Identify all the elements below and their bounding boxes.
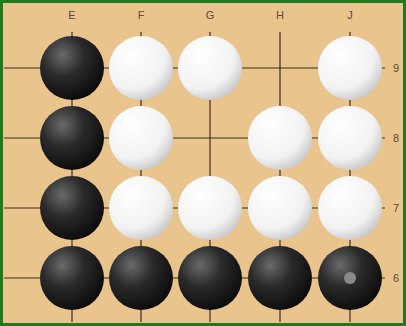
white-stone [178, 36, 242, 100]
column-label: G [206, 10, 215, 21]
black-stone [40, 246, 104, 310]
column-label: J [347, 10, 353, 21]
column-label: E [68, 10, 75, 21]
white-stone [248, 176, 312, 240]
row-label: 9 [393, 63, 399, 74]
white-stone [248, 106, 312, 170]
black-stone [109, 246, 173, 310]
white-stone [318, 176, 382, 240]
white-stone [318, 36, 382, 100]
white-stone [109, 176, 173, 240]
white-stone [109, 106, 173, 170]
stones [40, 36, 382, 310]
black-stone [318, 246, 382, 310]
white-stone [178, 176, 242, 240]
row-label: 6 [393, 273, 399, 284]
black-stone [40, 36, 104, 100]
white-stone [109, 36, 173, 100]
grid-lines [4, 32, 385, 322]
black-stone [248, 246, 312, 310]
black-stone [40, 176, 104, 240]
white-stone [318, 106, 382, 170]
black-stone [40, 106, 104, 170]
column-label: H [276, 10, 284, 21]
last-move-marker [344, 272, 356, 284]
black-stone [178, 246, 242, 310]
row-label: 8 [393, 133, 399, 144]
column-label: F [138, 10, 145, 21]
row-label: 7 [393, 203, 399, 214]
